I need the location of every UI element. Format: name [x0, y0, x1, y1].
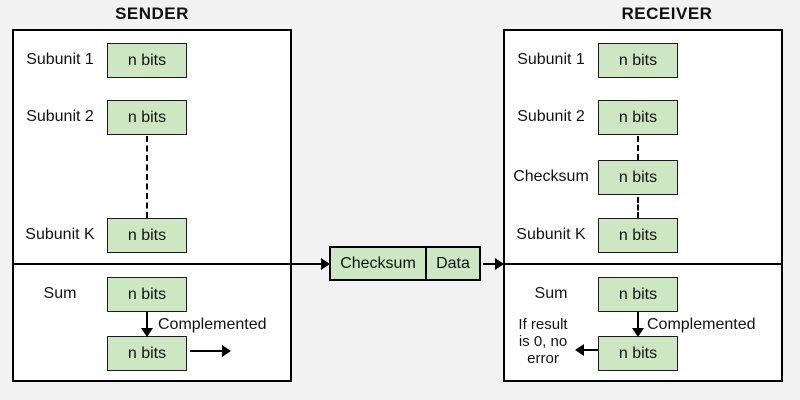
sender-to-packet-arrowhead-icon: [321, 258, 330, 270]
packet-checksum-cell: Checksum: [331, 248, 427, 279]
receiver-result-arrow-line: [584, 349, 598, 351]
receiver-sum-label: Sum: [534, 285, 568, 302]
result-note-line3: error: [527, 350, 559, 367]
receiver-subunitk-label: Subunit K: [516, 226, 586, 243]
sender-subunit1-label: Subunit 1: [26, 51, 94, 68]
sender-ellipsis-connector: [146, 136, 148, 218]
sender-subunitk-label: Subunit K: [25, 226, 95, 243]
receiver-complement-bits-box: n bits: [598, 336, 678, 371]
sender-sum-label: Sum: [43, 285, 77, 302]
receiver-divider-line: [505, 263, 781, 265]
receiver-checksum-bits-box: n bits: [598, 160, 678, 195]
packet-to-receiver-arrowhead-icon: [495, 258, 504, 270]
receiver-title: RECEIVER: [621, 4, 713, 23]
packet-box: Checksum Data: [329, 246, 481, 281]
sender-output-arrowhead-icon: [222, 345, 231, 357]
sender-divider-line: [12, 263, 322, 265]
receiver-complement-arrowhead-icon: [632, 328, 644, 337]
receiver-subunit2-label: Subunit 2: [517, 108, 585, 125]
sender-subunit2-label: Subunit 2: [26, 108, 94, 125]
sender-sum-bits-box: n bits: [107, 277, 187, 312]
sender-complement-arrowhead-icon: [141, 328, 153, 337]
sender-complement-arrow-line: [146, 312, 148, 329]
receiver-result-note: If result is 0, no error: [504, 316, 582, 367]
sender-subunit2-bits-box: n bits: [107, 100, 187, 135]
receiver-subunit2-bits-box: n bits: [598, 100, 678, 135]
result-note-line1: If result: [518, 316, 568, 333]
sender-complement-bits-box: n bits: [107, 336, 187, 371]
receiver-ellipsis-connector-top: [637, 136, 639, 160]
packet-data-cell: Data: [436, 254, 470, 272]
packet-to-receiver-line: [483, 263, 496, 265]
receiver-sum-bits-box: n bits: [598, 277, 678, 312]
sender-output-arrow-line: [190, 350, 223, 352]
result-note-line2: is 0, no: [518, 333, 568, 350]
sender-title: SENDER: [115, 4, 189, 23]
receiver-result-arrowhead-icon: [575, 344, 584, 356]
receiver-panel: [503, 29, 783, 382]
sender-panel: [12, 29, 292, 382]
receiver-ellipsis-connector-bottom: [637, 197, 639, 218]
sender-complemented-label: Complemented: [158, 316, 267, 333]
receiver-subunit1-bits-box: n bits: [598, 43, 678, 78]
receiver-subunit1-label: Subunit 1: [517, 51, 585, 68]
sender-subunit1-bits-box: n bits: [107, 43, 187, 78]
sender-subunitk-bits-box: n bits: [107, 218, 187, 253]
receiver-subunitk-bits-box: n bits: [598, 218, 678, 253]
receiver-checksum-label: Checksum: [513, 168, 589, 185]
receiver-complemented-label: Complemented: [647, 316, 756, 333]
receiver-complement-arrow-line: [637, 312, 639, 329]
